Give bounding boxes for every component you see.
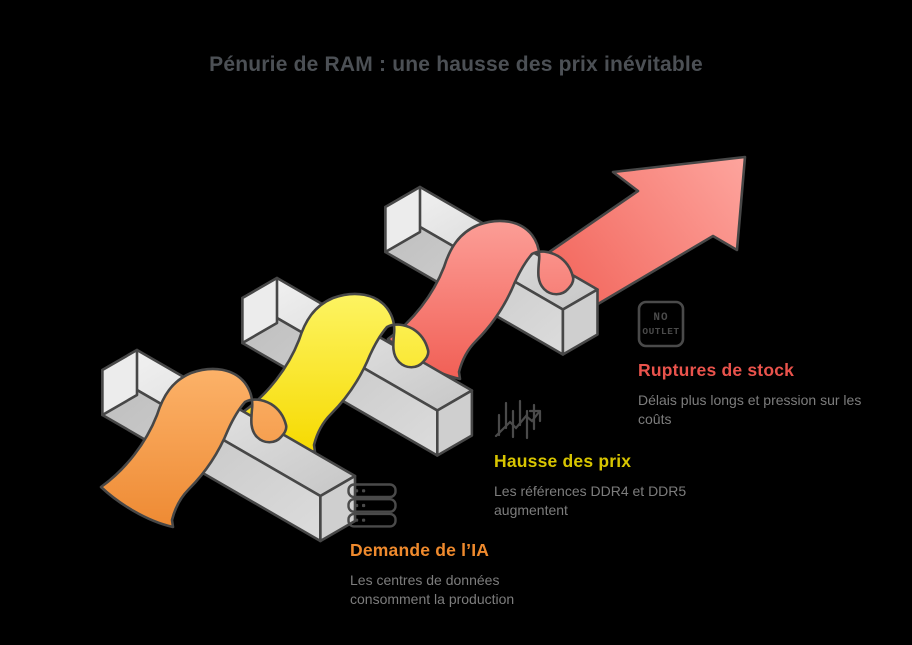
section-description-ai-demand: Les centres de données consomment la pro… [350,572,515,607]
section-stock-shortage: Ruptures de stock Délais plus longs et p… [638,360,878,429]
section-heading-price-rise: Hausse des prix [494,451,632,471]
section-heading-stock-shortage: Ruptures de stock [638,360,795,380]
server-stack-icon [347,483,397,528]
section-description-price-rise: Les références DDR4 et DDR5 augmentent [494,483,687,518]
section-description-stock-shortage: Délais plus longs et pression sur les co… [638,392,862,427]
sign-text-no: NO [653,312,668,324]
page-title: Pénurie de RAM : une hausse des prix iné… [209,53,703,76]
price-chart-icon [494,399,542,440]
sign-text-outlet: OUTLET [642,326,679,337]
section-price-rise: Hausse des prix Les références DDR4 et D… [494,451,714,520]
growth-arrow [543,155,747,306]
section-heading-ai-demand: Demande de l’IA [350,540,490,560]
no-outlet-sign-icon: NO OUTLET [637,300,685,348]
section-ai-demand: Demande de l’IA Les centres de données c… [350,540,535,609]
